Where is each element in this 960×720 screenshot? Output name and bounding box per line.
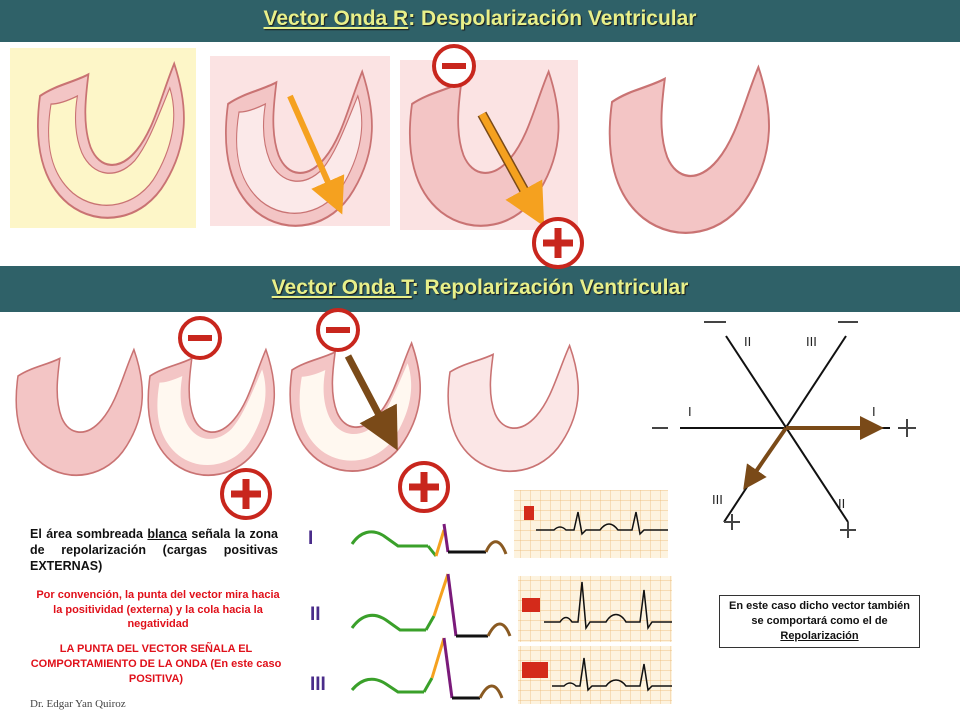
ecg-strip-lead-iii	[518, 646, 672, 704]
axis-label-i-right: I	[872, 404, 876, 419]
ecg-strip-lead-ii	[518, 576, 672, 642]
repolarization-text-part1: El área sombreada	[30, 527, 148, 541]
axis-label-iii-bottom: III	[712, 492, 723, 507]
axis-label-ii-top: II	[744, 334, 751, 349]
vector-tip-text: LA PUNTA DEL VECTOR SEÑALA EL COMPORTAMI…	[30, 643, 282, 685]
waveform-lead-i	[350, 523, 508, 557]
depolarization-panel-4	[608, 66, 771, 234]
axis-label-iii-top: III	[806, 334, 817, 349]
depolarization-arrow-2	[478, 112, 545, 227]
section-t-title-rest: : Repolarización Ventricular	[411, 276, 689, 299]
repolarization-arrow	[344, 354, 398, 451]
section-r-title-rest: : Despolarización Ventricular	[408, 7, 697, 30]
section-r-title-main: Vector Onda R	[263, 7, 409, 30]
section-t-title: Vector Onda T: Repolarización Ventricula…	[0, 266, 960, 312]
waveform-lead-iii	[350, 637, 504, 700]
depolarization-panel-1	[10, 48, 196, 228]
author-credit: Dr. Edgar Yan Quiroz	[30, 698, 126, 710]
convention-text: Por convención, la punta del vector mira…	[36, 589, 280, 630]
note-box: En este caso dicho vector también se com…	[719, 595, 920, 648]
depolarization-arrow-1	[287, 94, 345, 215]
section-t-title-main: Vector Onda T	[271, 276, 412, 299]
repolarization-panel-4	[447, 344, 580, 473]
axis-label-i-left: I	[688, 404, 692, 419]
repolarization-panel-2	[147, 316, 276, 520]
note-box-text: En este caso dicho vector también se com…	[729, 600, 910, 627]
repolarization-panel-3	[289, 308, 450, 513]
ecg-strip-lead-i	[514, 490, 668, 558]
note-box-underlined: Repolarización	[780, 630, 859, 642]
waveform-lead-ii	[350, 573, 512, 638]
lead-label-iii: III	[310, 674, 326, 695]
repolarization-text-underlined: blanca	[147, 527, 188, 541]
depolarization-panel-2	[210, 56, 390, 227]
axis-label-ii-bottom: II	[838, 496, 845, 511]
lead-label-ii: II	[310, 604, 321, 625]
lead-iii-vector	[743, 426, 788, 490]
hexaxial-diagram: II III I I III II	[652, 316, 916, 542]
repolarization-text: El área sombreada blanca señala la zona …	[30, 526, 278, 574]
depolarization-panel-3	[400, 44, 584, 269]
lead-label-i: I	[308, 528, 314, 549]
repolarization-text-part2: señala la zona de repolarización (cargas…	[30, 527, 278, 573]
section-r-title: Vector Onda R: Despolarización Ventricul…	[0, 0, 960, 42]
repolarization-panel-1	[15, 348, 144, 477]
